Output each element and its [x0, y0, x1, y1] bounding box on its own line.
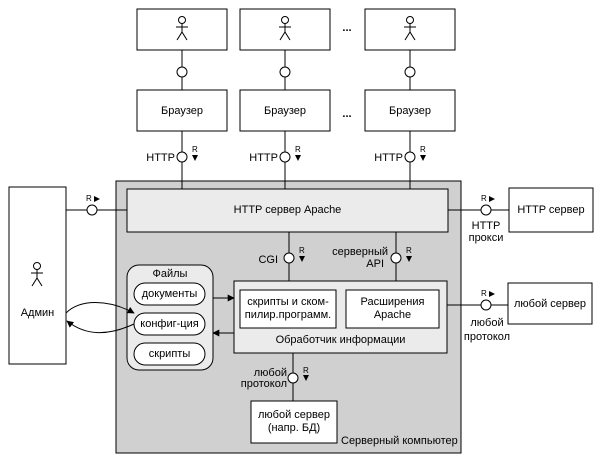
user-actor-1: [136, 8, 228, 51]
any-protocol-right-1: любой: [470, 317, 504, 329]
request-arrow-down: [303, 375, 309, 381]
request-mark: R: [192, 145, 198, 154]
scripts-box: [239, 289, 337, 329]
cgi-label: CGI: [258, 254, 278, 266]
any-server-right-box: [507, 282, 593, 325]
request-mark: R: [481, 194, 487, 203]
interface-circle: [279, 66, 291, 78]
browsers-ellipsis: ...: [342, 108, 352, 120]
extensions-box: [345, 289, 440, 329]
browser-box-1: [136, 89, 228, 132]
actor-icon: [176, 16, 188, 41]
user-actor-2: [239, 8, 331, 51]
request-arrow-down: [406, 256, 412, 262]
any-protocol-circle: [480, 299, 492, 311]
config-to-admin-arrow: [66, 320, 135, 334]
http-server-right-label: HTTP сервер: [517, 204, 585, 216]
http-label-3: HTTP: [374, 152, 403, 164]
admin-interface-circle: [86, 204, 98, 216]
proxy-interface-circle: [480, 204, 492, 216]
db-server-box: [250, 400, 338, 444]
actor-icon: [404, 16, 416, 41]
interface-circle: [404, 66, 416, 78]
any-protocol-bottom-1: любой: [253, 367, 287, 379]
any-protocol-bottom-2: протокол: [240, 378, 287, 390]
server-api-label-1: серверный: [332, 246, 388, 258]
http-label-1: HTTP: [146, 152, 175, 164]
admin-actor-icon: [31, 262, 43, 287]
any-server-right-label: любой сервер: [514, 298, 586, 310]
request-mark: R: [299, 246, 305, 255]
file-documents: [133, 282, 206, 306]
server-api-label-2: API: [366, 258, 384, 270]
http-interface-circle: [404, 151, 416, 163]
browser-label-3: Браузер: [389, 105, 431, 117]
db-server-label-2: (напр. БД): [267, 422, 321, 434]
interface-circle: [176, 66, 188, 78]
http-proxy-label-2: прокси: [468, 232, 504, 244]
db-interface-circle: [287, 372, 299, 384]
http-interface-circle: [176, 151, 188, 163]
request-mark: R: [481, 289, 487, 298]
extensions-label-2: Apache: [373, 309, 412, 321]
file-scripts: [133, 342, 206, 366]
request-arrow-right: [489, 196, 495, 202]
request-mark: R: [303, 366, 309, 375]
file-documents-label: документы: [141, 288, 198, 300]
request-arrow-right: [489, 291, 495, 297]
scripts-label-2: пилир.программ.: [244, 309, 332, 321]
http-proxy-label-1: HTTP: [471, 220, 501, 232]
request-mark: R: [86, 194, 92, 203]
browser-box-3: [364, 89, 456, 132]
request-arrow-right: [94, 196, 100, 202]
http-server-right-box: [508, 187, 594, 233]
http-interface-circle: [279, 151, 291, 163]
browser-label-2: Браузер: [264, 105, 306, 117]
any-protocol-right-2: протокол: [463, 331, 511, 343]
scripts-label-1: скрипты и ском-: [247, 296, 329, 308]
request-arrow-down: [299, 256, 305, 262]
request-mark: R: [420, 145, 426, 154]
apache-server-box: [126, 188, 449, 233]
users-ellipsis: ...: [342, 22, 352, 34]
request-mark: R: [406, 246, 412, 255]
actor-icon: [279, 16, 291, 41]
user-actor-3: [364, 8, 456, 51]
request-arrow-down: [295, 155, 301, 161]
files-title: Файлы: [152, 268, 188, 280]
apache-label: HTTP сервер Apache: [233, 204, 342, 216]
request-arrow-down: [420, 155, 426, 161]
admin-to-config-arrow: [65, 302, 135, 314]
request-mark: R: [295, 145, 301, 154]
file-config-label: конфиг-ция: [140, 318, 199, 330]
cgi-interface-circle: [283, 252, 295, 264]
api-interface-circle: [390, 252, 402, 264]
db-server-label-1: любой сервер: [258, 409, 330, 421]
file-scripts-label: скрипты: [148, 348, 191, 360]
processor-label: Обработчик информации: [275, 334, 406, 346]
admin-label: Админ: [20, 307, 55, 319]
server-computer-label: Серверный компьютер: [341, 435, 458, 447]
http-label-2: HTTP: [249, 152, 278, 164]
browser-label-1: Браузер: [161, 105, 203, 117]
request-arrow-down: [192, 155, 198, 161]
extensions-label-1: Расширения: [360, 296, 425, 308]
